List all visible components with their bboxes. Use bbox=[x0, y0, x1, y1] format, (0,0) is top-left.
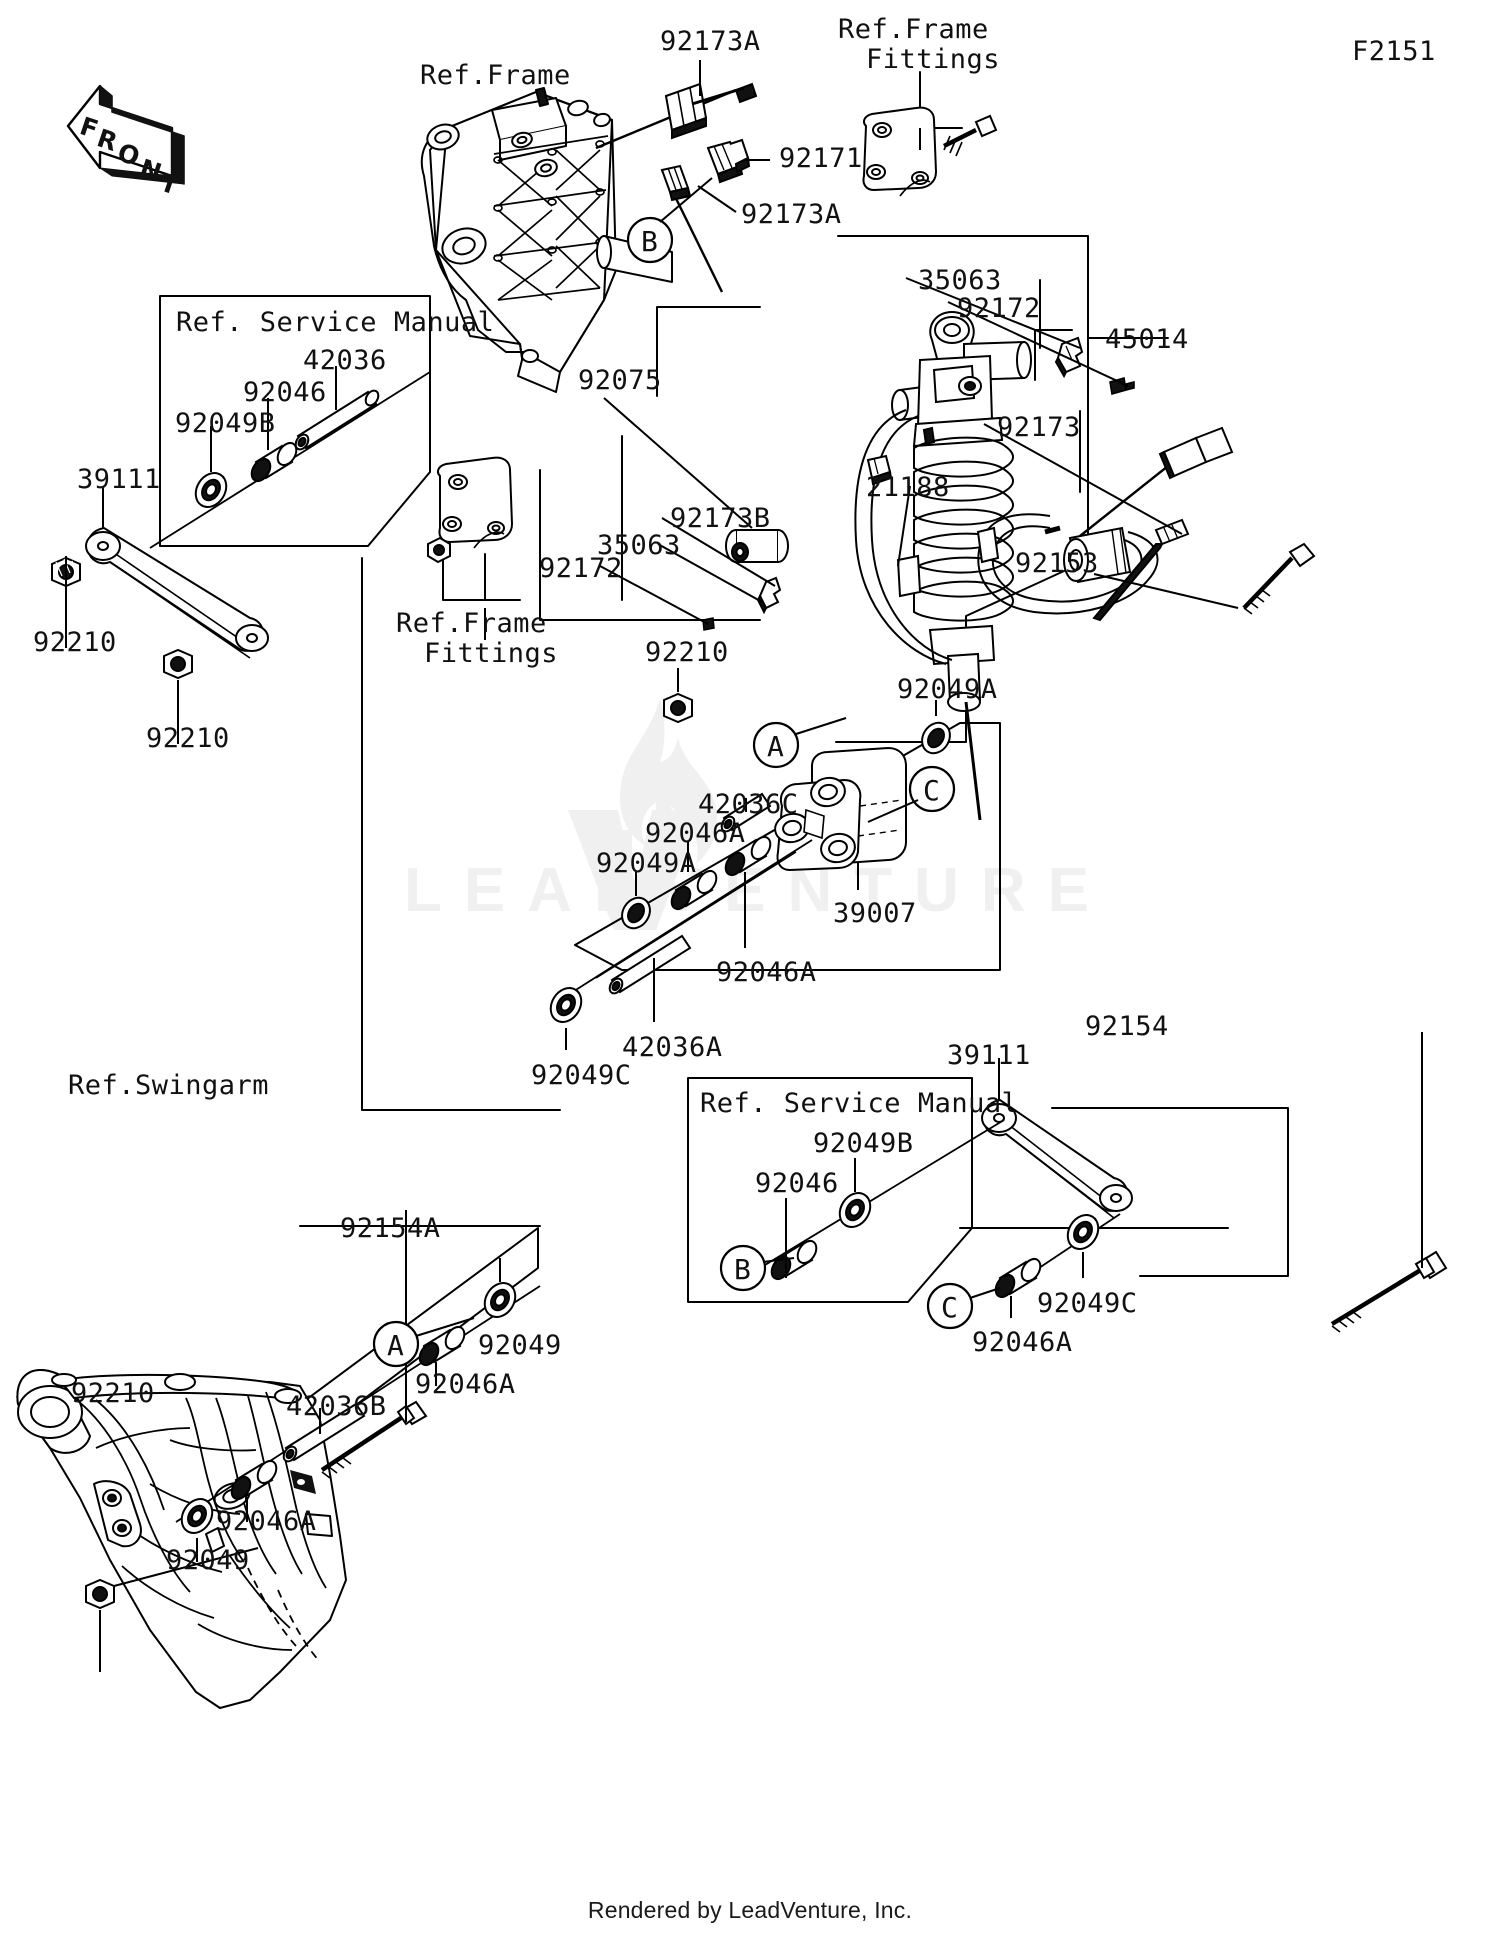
balloon-circles bbox=[372, 216, 974, 1368]
part-92154A-bolt bbox=[320, 1210, 428, 1479]
balloon-letter-a-bottom: A bbox=[387, 1329, 405, 1362]
label-leader-lines bbox=[484, 60, 1183, 640]
part-92154-bolt bbox=[1330, 1032, 1448, 1333]
part-92172-screw-right bbox=[1109, 376, 1135, 396]
part-number-label: 45014 bbox=[1105, 324, 1189, 355]
part-number-label: 92173A bbox=[741, 199, 842, 230]
ref-frame-fittings-top-label-line1: Ref.Frame bbox=[838, 14, 989, 45]
part-number-label: 42036C bbox=[698, 789, 799, 820]
exploded-tie-rod-right-lower bbox=[994, 1213, 1121, 1318]
front-arrow-icon: F R O N T bbox=[66, 84, 185, 201]
part-number-label: 42036A bbox=[622, 1032, 723, 1063]
frame-part-drawing bbox=[420, 87, 673, 393]
part-number-label: 92173A bbox=[660, 26, 761, 57]
part-number-label: 92173B bbox=[670, 503, 771, 534]
part-number-label: 21188 bbox=[866, 472, 950, 503]
part-92173B-clamp bbox=[866, 454, 893, 486]
part-number-label: 92046A bbox=[216, 1506, 317, 1537]
part-92153-bolt bbox=[1242, 542, 1316, 615]
part-39111-tie-rod-right bbox=[981, 1058, 1133, 1219]
exploded-tie-rod-right bbox=[759, 1119, 1005, 1281]
part-number-label: 92046A bbox=[415, 1369, 516, 1400]
balloon-letter-a-rocker: A bbox=[767, 730, 785, 763]
exploded-tie-rod-left bbox=[65, 366, 431, 744]
part-number-label: 92049C bbox=[1037, 1288, 1138, 1319]
part-number-label: 39111 bbox=[77, 464, 161, 495]
ref-frame-fittings-mid-label-line2: Fittings bbox=[424, 638, 559, 669]
part-92173A-top bbox=[595, 82, 758, 150]
frame-fitting-plate-top bbox=[862, 106, 938, 197]
part-39111-tie-rod-left bbox=[85, 526, 269, 659]
part-number-label: 92154A bbox=[340, 1213, 441, 1244]
balloon-leader-lines bbox=[415, 177, 1001, 1337]
part-number-label: 92049A bbox=[897, 674, 998, 705]
service-manual-box-right bbox=[687, 1077, 973, 1303]
sheet-code-label: F2151 bbox=[1352, 36, 1436, 67]
part-number-label: 35063 bbox=[918, 265, 1002, 296]
ref-frame-fittings-mid-label-line1: Ref.Frame bbox=[396, 608, 547, 639]
part-92210-nut-mid bbox=[663, 668, 693, 724]
part-number-label: 39007 bbox=[833, 898, 917, 929]
part-number-label: 92049A bbox=[596, 848, 697, 879]
part-45014-shock-absorber bbox=[854, 310, 1032, 821]
part-number-label: 35063 bbox=[597, 530, 681, 561]
part-number-label: 39111 bbox=[947, 1040, 1031, 1071]
part-39007-rocker-arm bbox=[774, 746, 907, 872]
part-number-label: 92210 bbox=[33, 627, 117, 658]
part-92210-nut-swingarm bbox=[85, 1547, 259, 1672]
part-number-label: 92210 bbox=[71, 1378, 155, 1409]
part-92075-damper bbox=[724, 529, 790, 563]
part-number-label: 92049B bbox=[813, 1128, 914, 1159]
balloon-letter-c-rocker: C bbox=[923, 774, 941, 807]
footer-credit: Rendered by LeadVenture, Inc. bbox=[587, 1897, 913, 1923]
ref-frame-top-label: Ref.Frame bbox=[420, 60, 571, 91]
part-number-label: 92049C bbox=[531, 1060, 632, 1091]
part-number-label: 42036B bbox=[286, 1391, 387, 1422]
part-number-label: 92046 bbox=[755, 1168, 839, 1199]
part-number-label: 92049 bbox=[478, 1330, 562, 1361]
balloon-letter-b-top: B bbox=[641, 225, 659, 258]
part-number-label: 92173 bbox=[997, 412, 1081, 443]
service-manual-box-left bbox=[159, 295, 431, 547]
part-number-label: 92046A bbox=[645, 818, 746, 849]
frame-fitting-plate-mid bbox=[427, 456, 514, 564]
part-number-label: 92046A bbox=[716, 957, 817, 988]
part-21188-preload-adjuster bbox=[976, 426, 1234, 615]
part-bolt-frame-fitting-top bbox=[942, 114, 998, 157]
part-number-label: 92154 bbox=[1085, 1011, 1169, 1042]
exploded-bottom-left-sleeve bbox=[175, 1258, 541, 1562]
balloon-letter-c-bottom-right: C bbox=[941, 1291, 959, 1324]
part-number-label: 42036 bbox=[303, 345, 387, 376]
part-number-label: 92172 bbox=[957, 293, 1041, 324]
part-number-label: 92049 bbox=[166, 1545, 250, 1576]
part-number-label: 92172 bbox=[539, 553, 623, 584]
part-number-label: 92075 bbox=[578, 365, 662, 396]
part-swingarm-drawing bbox=[16, 1368, 347, 1709]
part-number-label: 92171 bbox=[779, 143, 863, 174]
watermark-v-icon bbox=[568, 810, 702, 930]
part-number-label: 92210 bbox=[645, 637, 729, 668]
ref-frame-fittings-top-label-line2: Fittings bbox=[866, 44, 1001, 75]
part-number-label: 92046A bbox=[972, 1327, 1073, 1358]
part-92210-nut-lower-left bbox=[163, 648, 193, 680]
part-92172-screw-mid bbox=[702, 617, 715, 631]
part-92171 bbox=[706, 138, 751, 184]
part-number-label: 92210 bbox=[146, 723, 230, 754]
balloon-letter-b-bottom-right: B bbox=[734, 1253, 752, 1286]
ref-swingarm-label: Ref.Swingarm bbox=[68, 1070, 270, 1101]
part-92173A-second bbox=[660, 164, 724, 293]
part-number-label: 92049B bbox=[175, 408, 276, 439]
part-number-label: 92046 bbox=[243, 377, 327, 408]
part-number-label: 92153 bbox=[1015, 548, 1099, 579]
exploded-rocker-arm-shaft bbox=[549, 700, 951, 1050]
service-manual-title-right: Ref. Service Manual bbox=[700, 1088, 1019, 1119]
service-manual-title-left: Ref. Service Manual bbox=[176, 307, 495, 338]
